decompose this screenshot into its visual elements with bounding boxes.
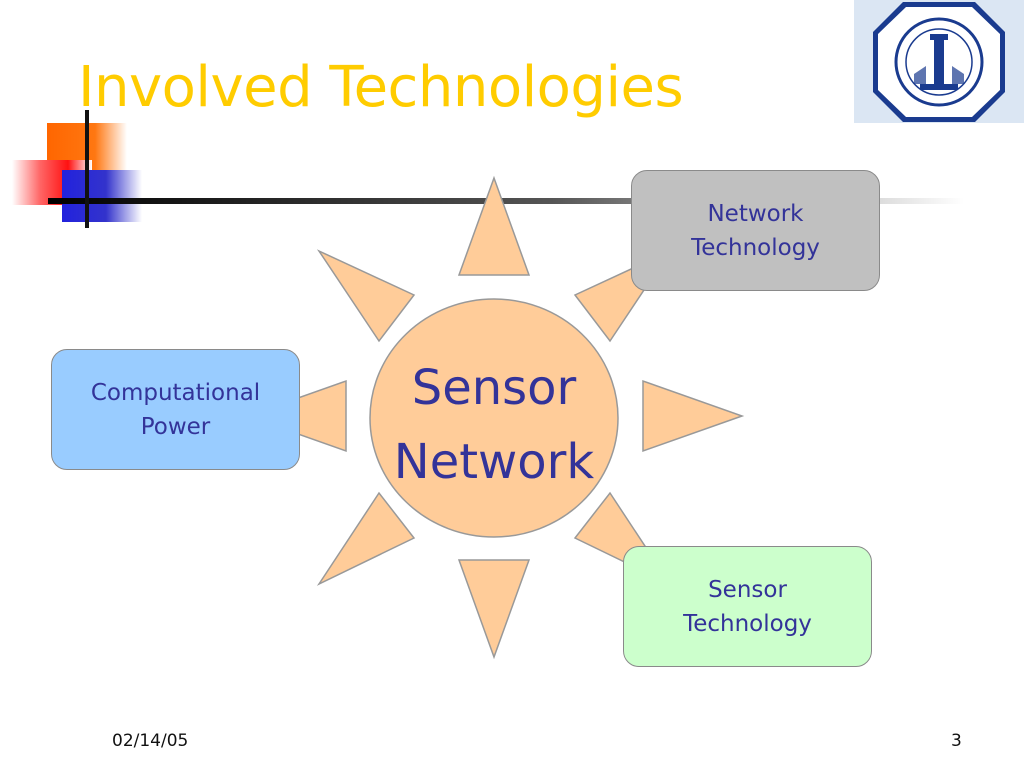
colored-squares-decoration: [12, 110, 964, 228]
logo-container: [854, 0, 1024, 123]
center-label-line1: Sensor: [412, 360, 577, 416]
sensor-technology-box: Sensor Technology: [623, 546, 872, 667]
computational-power-box: Computational Power: [51, 349, 300, 470]
sun-center: [369, 298, 619, 538]
sun-ray-sw: [316, 491, 416, 586]
page-number: 3: [951, 731, 962, 751]
network-technology-label: Network Technology: [691, 200, 820, 261]
sun-ray-e: [642, 379, 745, 453]
footer-date: 02/14/05: [112, 731, 189, 751]
computational-power-label: Computational Power: [90, 379, 261, 440]
center-label-line2: Network: [394, 434, 595, 490]
sensor-technology-label: Sensor Technology: [683, 576, 812, 637]
slide-title: Involved Technologies: [78, 55, 684, 120]
sun-ray-nw: [316, 249, 416, 343]
network-technology-box: Network Technology: [631, 170, 880, 291]
sun-ray-n: [457, 175, 531, 276]
university-seal-logo: [873, 2, 1005, 122]
sun-ray-s: [457, 559, 531, 660]
